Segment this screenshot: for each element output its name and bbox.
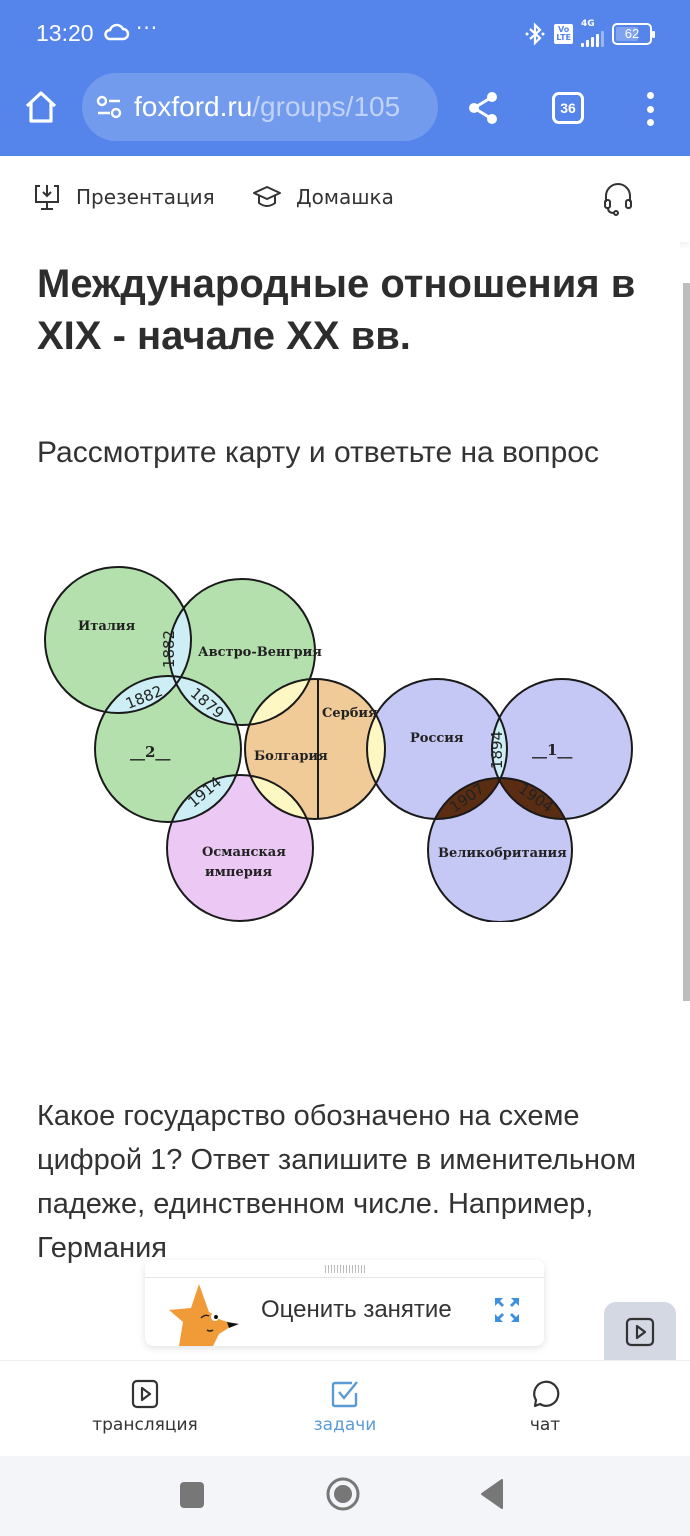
recent-apps-icon[interactable]: [178, 1480, 206, 1510]
label-russia: Россия: [410, 731, 464, 746]
signal-icon: 4G: [581, 20, 604, 47]
site-settings-icon[interactable]: [94, 92, 124, 122]
url-text: foxford.ru/groups/105: [134, 91, 401, 122]
fox-mascot-icon: [169, 1284, 239, 1346]
rate-lesson-widget[interactable]: Оценить занятие: [145, 1260, 544, 1346]
more-notifications-icon: ···: [136, 16, 159, 40]
task-instruction: Рассмотрите карту и ответьте на вопрос: [37, 436, 599, 469]
drag-handle[interactable]: [145, 1260, 544, 1278]
homework-button[interactable]: Домашка: [252, 182, 394, 212]
label-country-1: __1__: [532, 741, 573, 759]
cloud-icon: [104, 23, 130, 41]
bottom-navigation: трансляция задачи чат: [0, 1360, 690, 1456]
floating-broadcast-button[interactable]: [604, 1302, 676, 1362]
graduation-cap-icon: [253, 186, 281, 207]
browser-menu-button[interactable]: [640, 92, 660, 126]
tab-broadcast[interactable]: трансляция: [75, 1379, 215, 1435]
label-austria-hungary: Австро-Венгрия: [198, 645, 322, 660]
alliances-diagram: Италия Австро-Венгрия __2__ Болгария Сер…: [44, 566, 633, 922]
battery-icon: 62: [612, 22, 655, 45]
status-time: 13:20: [36, 20, 94, 46]
tab-tasks[interactable]: задачи: [275, 1379, 415, 1435]
chat-bubble-icon: [533, 1380, 560, 1408]
question-text: Какое государство обозначено на схеме ци…: [37, 1100, 637, 1264]
year-russia-1: 1894: [488, 731, 506, 769]
rate-lesson-label: Оценить занятие: [261, 1296, 452, 1323]
bluetooth-icon: [525, 21, 545, 46]
support-headset-icon[interactable]: [602, 182, 634, 216]
address-bar-row: foxford.ru/groups/105 36: [0, 70, 690, 146]
system-navigation-bar: [0, 1456, 690, 1536]
label-ottoman-1: Османская: [202, 845, 286, 860]
presentation-button[interactable]: Презентация: [32, 182, 215, 212]
download-presentation-icon: [35, 185, 59, 210]
label-britain: Великобритания: [438, 846, 567, 861]
label-serbia: Сербия: [322, 706, 378, 721]
page-title: Международные отношения в XIX - начале X…: [37, 262, 636, 358]
label-country-2: __2__: [130, 743, 171, 761]
tabs-button[interactable]: 36: [552, 92, 584, 124]
year-italy-austria: 1882: [160, 630, 178, 668]
label-bulgaria: Болгария: [254, 749, 328, 764]
home-icon[interactable]: [22, 88, 60, 126]
url-field[interactable]: foxford.ru/groups/105: [82, 73, 438, 141]
share-icon[interactable]: [466, 90, 500, 126]
page-scrollbar[interactable]: [683, 283, 690, 1001]
lesson-toolbar: Презентация Домашка: [0, 156, 690, 242]
label-ottoman-2: империя: [205, 865, 272, 880]
tab-chat[interactable]: чат: [475, 1379, 615, 1435]
expand-icon[interactable]: [493, 1296, 521, 1324]
back-triangle-icon[interactable]: [480, 1478, 506, 1510]
play-icon: [625, 1317, 655, 1347]
label-italy: Италия: [78, 619, 136, 634]
lesson-content: Международные отношения в XIX - начале X…: [0, 242, 680, 1360]
checkbox-icon: [331, 1381, 358, 1408]
play-icon: [131, 1379, 159, 1409]
home-circle-icon[interactable]: [325, 1476, 361, 1512]
